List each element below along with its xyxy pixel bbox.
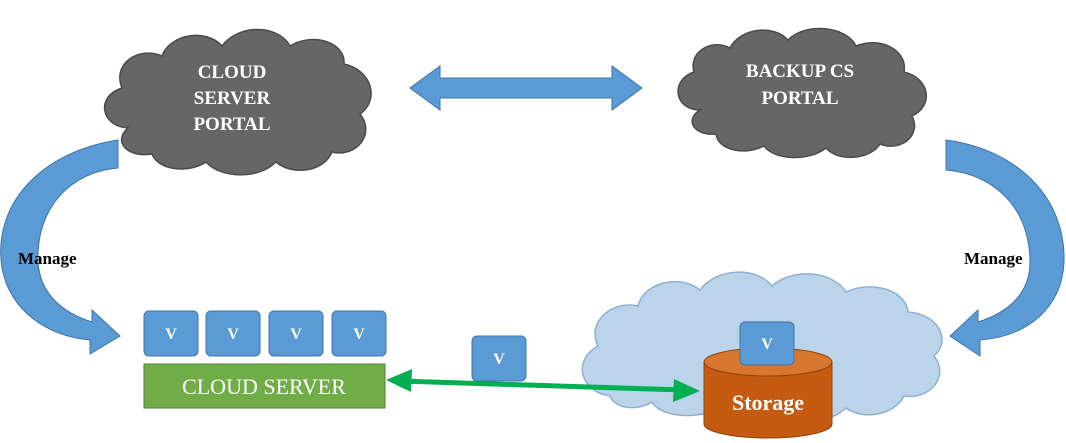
backup-link-head-right xyxy=(673,379,700,402)
vm-box-2 xyxy=(205,310,261,357)
backup-label-line1: BACKUP CS xyxy=(746,61,854,82)
manage-arrow-right-shape xyxy=(945,139,1065,357)
backup-cs-portal-cloud xyxy=(677,27,928,159)
vm-row: V V V V xyxy=(143,310,387,357)
vm-box-4 xyxy=(331,310,387,357)
storage-vm-box xyxy=(739,321,795,366)
manage-arrow-left-shape xyxy=(0,139,121,355)
storage-drum-body xyxy=(703,361,833,439)
vm-label-2: V xyxy=(227,326,239,343)
transfer-vm-label: V xyxy=(493,351,505,368)
manage-label-left: Manage xyxy=(18,249,77,268)
backup-link xyxy=(386,369,700,402)
cloud-server: CLOUD SERVER xyxy=(143,363,386,409)
backup-link-line xyxy=(399,378,685,393)
cloud-server-label: CLOUD SERVER xyxy=(182,374,346,399)
transfer-vm-box xyxy=(471,335,527,382)
vm-label-1: V xyxy=(165,326,177,343)
storage-label: Storage xyxy=(732,390,804,415)
vm-label-3: V xyxy=(290,326,302,343)
cloud-server-box xyxy=(143,363,386,409)
sync-double-arrow xyxy=(409,65,643,111)
manage-label-right: Manage xyxy=(964,249,1023,268)
portal-label-line2: SERVER xyxy=(194,88,271,109)
storage-vm-label: V xyxy=(761,336,773,353)
backup-label-line2: PORTAL xyxy=(761,88,838,109)
manage-arrow-right: Manage xyxy=(945,139,1065,357)
vm-box-1 xyxy=(143,310,199,357)
cloud-server-portal-cloud xyxy=(104,28,372,176)
vm-label-4: V xyxy=(353,326,365,343)
vm-box-3 xyxy=(268,310,324,357)
portal-label-line3: PORTAL xyxy=(193,114,270,135)
cloud-server-portal: CLOUD SERVER PORTAL xyxy=(104,28,372,176)
backup-link-head-left xyxy=(386,369,412,392)
backup-cs-portal: BACKUP CS PORTAL xyxy=(677,27,928,159)
portal-label-line1: CLOUD xyxy=(198,62,267,83)
manage-arrow-left: Manage xyxy=(0,139,121,355)
